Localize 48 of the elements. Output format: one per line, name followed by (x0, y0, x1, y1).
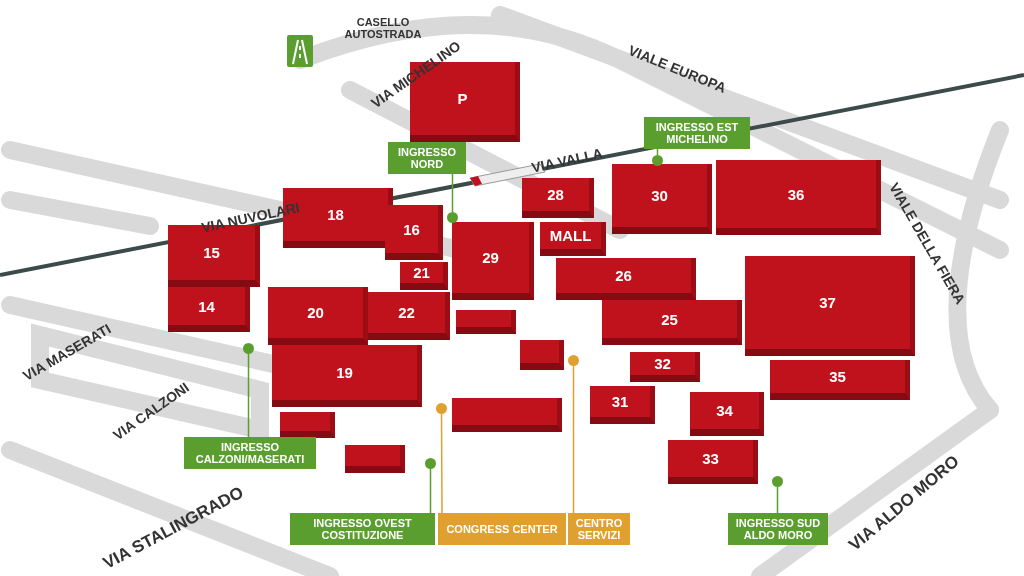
place-name: CASELLO AUTOSTRADA (343, 16, 423, 40)
entrance-tag: INGRESSO EST MICHELINO (644, 117, 750, 149)
entrance-dot (447, 212, 458, 223)
building-block (280, 412, 335, 438)
hall-block: 19 (272, 345, 422, 407)
hall-block: 16 (385, 205, 443, 260)
entrance-dot (772, 476, 783, 487)
entrance-dot (568, 355, 579, 366)
leader-line (451, 173, 454, 213)
entrance-dot (652, 155, 663, 166)
hall-block: 22 (368, 292, 450, 340)
hall-block: 25 (602, 300, 742, 345)
building-block (452, 398, 562, 432)
building-block (456, 310, 516, 334)
hall-block: MALL (540, 222, 606, 256)
hall-block: 30 (612, 164, 712, 234)
leader-line (440, 413, 443, 514)
entrance-dot (436, 403, 447, 414)
entrance-tag: INGRESSO OVEST COSTITUZIONE (290, 513, 435, 545)
entrance-tag: INGRESSO NORD (388, 142, 466, 174)
entrance-tag: CONGRESS CENTER (438, 513, 566, 545)
entrance-tag: INGRESSO CALZONI/MASERATI (184, 437, 316, 469)
hall-block: 35 (770, 360, 910, 400)
hall-block: 31 (590, 386, 655, 424)
hall-block: 26 (556, 258, 696, 300)
entrance-tag: INGRESSO SUD ALDO MORO (728, 513, 828, 545)
hall-block: 20 (268, 287, 368, 345)
hall-block: 32 (630, 352, 700, 382)
hall-block: 36 (716, 160, 881, 235)
hall-block: 21 (400, 262, 448, 290)
entrance-dot (243, 343, 254, 354)
hall-block: 14 (168, 287, 250, 332)
building-block (345, 445, 405, 473)
hall-block: 28 (522, 178, 594, 218)
entrance-tag: CENTRO SERVIZI (568, 513, 630, 545)
leader-line (776, 486, 779, 514)
entrance-dot (425, 458, 436, 469)
hall-block: 37 (745, 256, 915, 356)
hall-block: 34 (690, 392, 764, 436)
street-name: VIA VALLA (530, 144, 605, 176)
hall-block: 29 (452, 222, 534, 300)
building-block (520, 340, 564, 370)
node-label: CENTRO SERVIZI (575, 517, 623, 541)
hall-block: 33 (668, 440, 758, 484)
leader-line (247, 353, 250, 438)
leader-line (429, 468, 432, 514)
node-label: CONGRESS CENTER (446, 523, 558, 535)
leader-line (572, 365, 575, 514)
